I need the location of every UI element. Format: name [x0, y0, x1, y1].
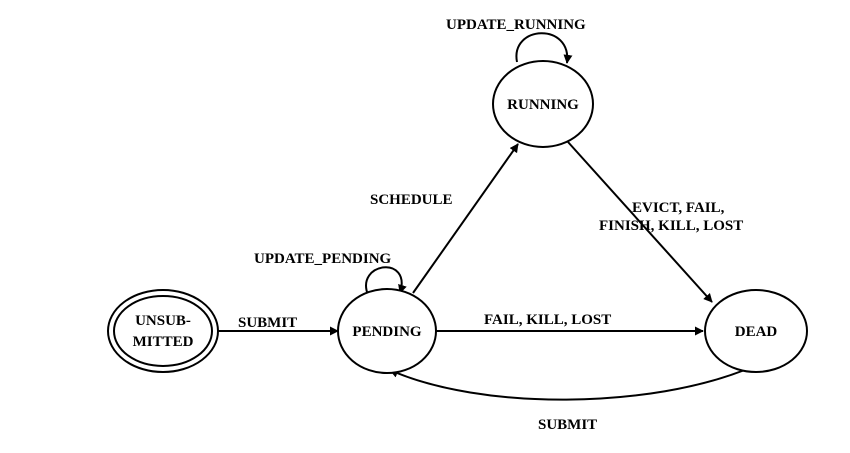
state-unsubmitted-label-line1: UNSUB-	[135, 313, 191, 329]
state-unsubmitted: UNSUB- MITTED	[107, 289, 219, 373]
label-pending-to-dead: FAIL, KILL, LOST	[484, 312, 611, 328]
state-pending-label: PENDING	[352, 324, 422, 340]
state-dead-label: DEAD	[735, 324, 778, 340]
state-running: RUNNING	[492, 60, 594, 148]
label-update-pending: UPDATE_PENDING	[254, 251, 392, 267]
state-running-label: RUNNING	[507, 97, 579, 113]
edge-running-to-dead	[567, 141, 713, 303]
label-running-to-dead-line2: FINISH, KILL, LOST	[599, 218, 743, 234]
edge-schedule	[412, 143, 519, 294]
label-update-running: UPDATE_RUNNING	[446, 17, 586, 33]
state-dead: DEAD	[704, 289, 808, 373]
state-unsubmitted-label-line2: MITTED	[133, 334, 194, 350]
label-dead-to-pending: SUBMIT	[538, 417, 597, 433]
label-submit-to-pending: SUBMIT	[238, 315, 297, 331]
edge-update-pending-loop	[365, 266, 407, 296]
edge-dead-to-pending	[389, 366, 753, 401]
label-running-to-dead-line1: EVICT, FAIL,	[632, 200, 725, 216]
state-pending: PENDING	[337, 288, 437, 374]
edge-update-running-loop	[515, 32, 573, 64]
label-schedule: SCHEDULE	[370, 192, 453, 208]
